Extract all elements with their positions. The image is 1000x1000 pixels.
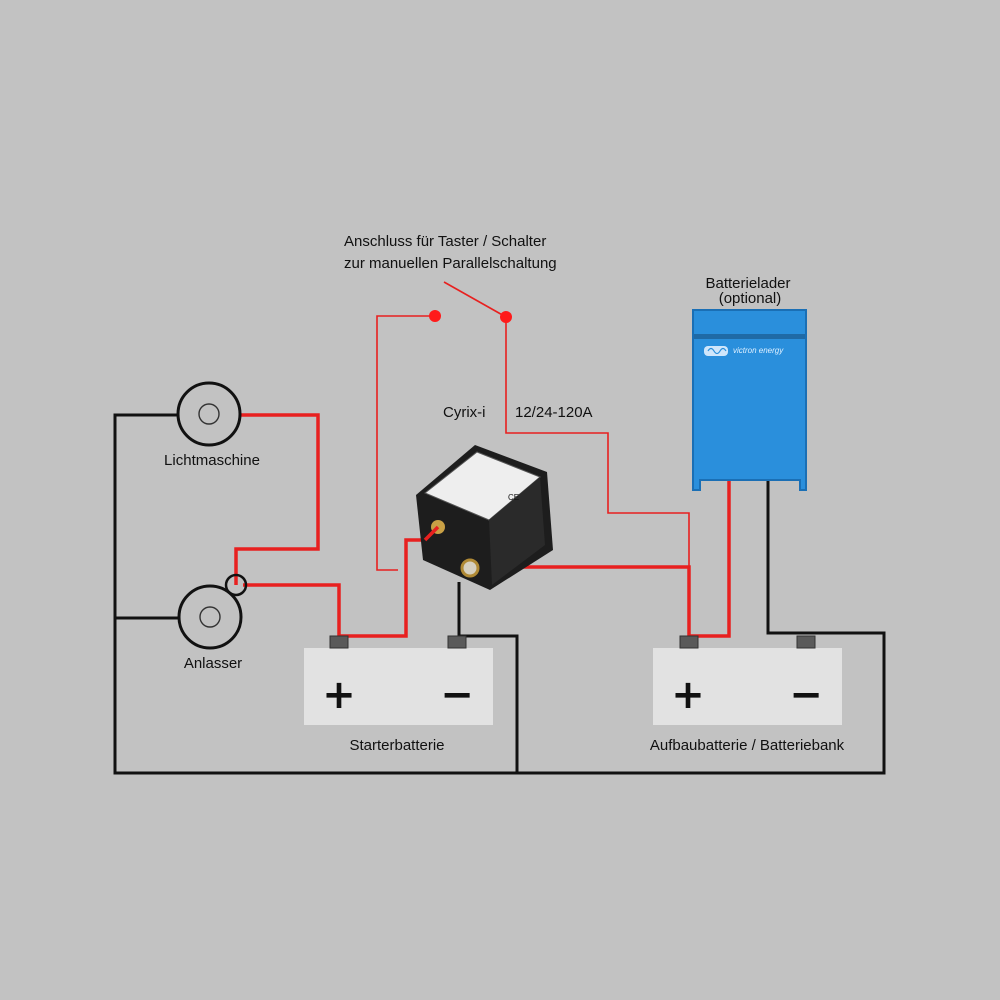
cyrix-terminal-house bbox=[460, 558, 480, 578]
ground-loop-wire bbox=[113, 413, 886, 775]
charger-positive-wire bbox=[689, 478, 731, 638]
starter-battery-positive-terminal bbox=[329, 635, 349, 649]
starter-battery-negative-wire bbox=[458, 634, 519, 773]
cyrix-to-house-wire bbox=[485, 565, 691, 636]
starter-battery-plus: + bbox=[322, 672, 356, 718]
charger-brand: victron energy bbox=[733, 346, 784, 355]
device-rating: 12/24-120A bbox=[515, 404, 593, 421]
alternator bbox=[176, 381, 242, 447]
alternator-positive-wire bbox=[234, 413, 320, 585]
starter-battery-minus: − bbox=[440, 672, 474, 718]
alternator-label: Lichtmaschine bbox=[164, 452, 260, 469]
starter-motor-label: Anlasser bbox=[184, 655, 242, 672]
charger-negative-wire bbox=[766, 478, 808, 635]
house-battery-plus: + bbox=[671, 672, 705, 718]
switch-wire-right bbox=[505, 317, 690, 567]
house-battery bbox=[653, 635, 842, 725]
ce-mark-icon: CE bbox=[508, 493, 519, 502]
starter-battery-label: Starterbatterie bbox=[349, 737, 444, 754]
house-battery-positive-terminal bbox=[679, 635, 699, 649]
switch-lever bbox=[443, 281, 507, 318]
starter-positive-wire bbox=[243, 538, 425, 638]
battery-charger bbox=[692, 309, 807, 491]
switch-wire-left bbox=[376, 315, 435, 571]
house-battery-label: Aufbaubatterie / Batteriebank bbox=[650, 737, 845, 754]
cyrix-relay: CE bbox=[416, 445, 553, 590]
negative-wires bbox=[113, 413, 886, 775]
starter-battery bbox=[304, 635, 493, 725]
switch-label-line2: zur manuellen Parallelschaltung bbox=[344, 255, 557, 272]
starter-battery-negative-terminal bbox=[447, 635, 467, 649]
control-wires bbox=[376, 281, 690, 571]
house-battery-negative-terminal bbox=[796, 635, 816, 649]
charger-label-line2: (optional) bbox=[719, 290, 782, 307]
switch-contact-left[interactable] bbox=[429, 310, 441, 322]
device-name: Cyrix-i bbox=[443, 404, 486, 421]
victron-logo-icon bbox=[704, 346, 728, 356]
switch-label-line1: Anschluss für Taster / Schalter bbox=[344, 233, 546, 250]
switch-contact-right[interactable] bbox=[500, 311, 512, 323]
positive-wires bbox=[234, 413, 731, 638]
starter-motor bbox=[177, 573, 248, 650]
house-battery-minus: − bbox=[789, 672, 823, 718]
charger-label-line1: Batterielader bbox=[705, 275, 790, 292]
